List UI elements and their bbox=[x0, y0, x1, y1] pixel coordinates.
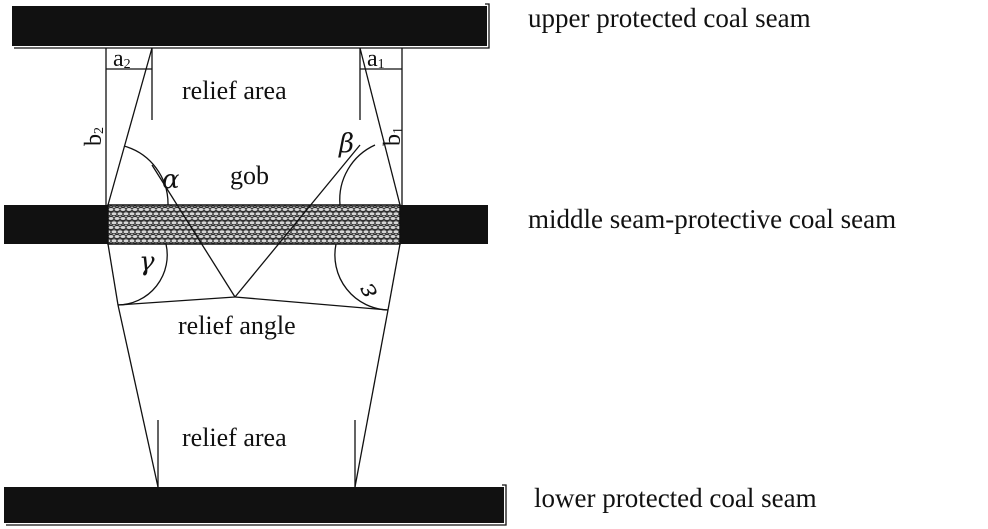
dimension-a1: a1 bbox=[367, 46, 385, 72]
lower-seam bbox=[4, 484, 507, 526]
relief-area-top-label: relief area bbox=[182, 76, 287, 105]
middle-seam-label: middle seam-protective coal seam bbox=[528, 204, 896, 234]
gob-label: gob bbox=[230, 161, 269, 190]
angle-beta-label: β bbox=[338, 129, 354, 159]
upper-seam-label: upper protected coal seam bbox=[528, 3, 811, 33]
relief-area-bottom-label: relief area bbox=[182, 423, 287, 452]
relief-angle-label: relief angle bbox=[178, 311, 296, 340]
lower-seam-label: lower protected coal seam bbox=[534, 483, 817, 513]
angle-lines bbox=[107, 144, 401, 311]
dimension-b2: b2 bbox=[81, 127, 107, 146]
angle-alpha-label: α bbox=[162, 165, 180, 195]
gob-zone bbox=[107, 204, 401, 245]
upper-relief-lines bbox=[105, 47, 403, 206]
dimension-b1: b1 bbox=[380, 127, 406, 146]
middle-seam bbox=[4, 204, 488, 245]
angle-gamma-label: γ bbox=[139, 247, 155, 277]
dimension-a2: a2 bbox=[113, 46, 131, 72]
angle-arcs bbox=[117, 144, 389, 311]
angle-epsilon-label: ε bbox=[351, 278, 384, 305]
upper-seam bbox=[12, 3, 490, 49]
lower-relief-lines bbox=[117, 304, 389, 488]
